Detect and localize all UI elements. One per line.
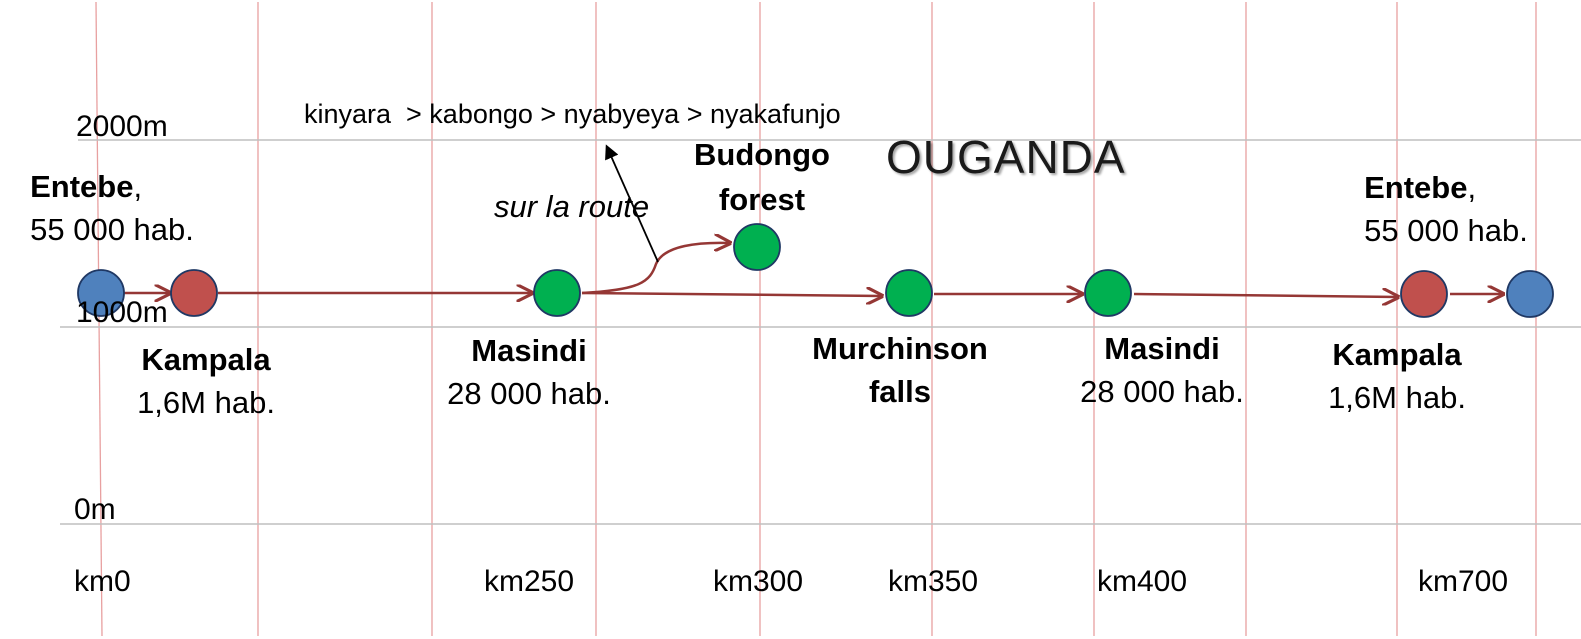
detour-arrow-budongo [581,243,730,295]
stop-label-masindi-return: Masindi 28 000 hab. [1080,333,1244,407]
stop-label-entebe-start: Entebe, 55 000 hab. [30,171,194,245]
route-stops [77,223,1554,318]
stop-name-line2: falls [868,374,932,409]
stop-population: 55 000 hab. [30,212,194,247]
route-note: sur la route [494,189,650,224]
stop-label-murchinson: Murchinson falls [812,333,988,407]
km-label-700: km700 [1418,565,1509,598]
stop-name-suffix: , [1467,170,1477,205]
stop-node [1400,270,1448,318]
altitude-label-1000: 1000m [76,296,168,329]
altitude-label-2000: 2000m [76,110,168,143]
stop-name-suffix: , [133,169,143,204]
km-label-300: km300 [713,565,804,598]
stop-name: Kampala [1332,337,1462,372]
route-arrow [581,293,882,296]
stop-population: 28 000 hab. [447,376,611,411]
stop-node [1084,269,1132,317]
stop-label-entebe-end: Entebe, 55 000 hab. [1364,172,1528,246]
route-villages-text: kinyara > kabongo > nyabyeya > nyakafunj… [304,99,841,129]
stop-node [77,269,125,317]
stop-node [533,269,581,317]
stop-population: 28 000 hab. [1080,374,1244,409]
stop-node [733,223,781,271]
stop-node [170,269,218,317]
km-label-250: km250 [484,565,575,598]
altitude-gridlines [60,139,1581,525]
stop-node [885,269,933,317]
stop-label-masindi-outbound: Masindi 28 000 hab. [447,335,611,409]
stop-name-line1: Budongo [693,137,831,172]
altitude-label-0: 0m [74,493,116,526]
stop-population: 1,6M hab. [137,385,275,420]
vertical-gridlines [95,1,1537,637]
km-label-400: km400 [1097,565,1188,598]
stop-name: Kampala [141,342,271,377]
stop-label-kampala-start: Kampala 1,6M hab. [137,344,275,418]
stop-name: Masindi [471,333,587,368]
stop-name-line1: Murchinson [812,331,988,366]
stop-population: 55 000 hab. [1364,213,1528,248]
stop-name: Masindi [1104,331,1220,366]
country-title: OUGANDA [886,131,1126,183]
km-label-350: km350 [888,565,979,598]
stop-label-budongo: Budongo forest [694,139,830,215]
route-arrow [1133,294,1398,297]
pointer-arrow [605,144,659,263]
route-path [124,144,1503,297]
vertical-gridline [95,1,103,637]
stop-label-kampala-end: Kampala 1,6M hab. [1328,339,1466,413]
stop-name: Entebe [30,169,134,204]
stop-name: Entebe [1364,170,1468,205]
stop-node [1506,270,1554,318]
stop-population: 1,6M hab. [1328,380,1466,415]
km-label-0: km0 [74,565,131,598]
stop-name-line2: forest [718,182,806,217]
